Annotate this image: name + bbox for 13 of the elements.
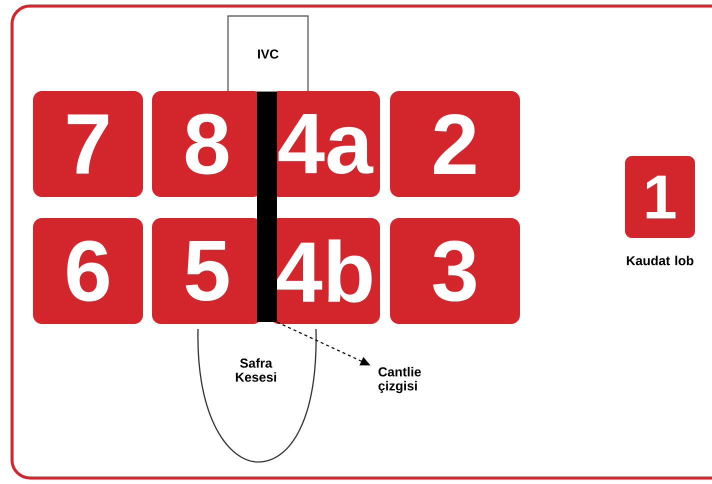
segment-box: 8 <box>152 91 262 197</box>
segment-box: 4b <box>270 218 380 324</box>
segment-box: 6 <box>33 218 143 324</box>
segment-box: 3 <box>390 218 520 324</box>
annotation-text: Cantlie çizgisi <box>378 366 421 394</box>
segment-box: 1 <box>625 156 695 238</box>
node-label: Kaudat lob <box>626 256 694 266</box>
ivc-box: IVC <box>227 15 309 93</box>
segment-box: 5 <box>152 218 262 324</box>
segment-box: 7 <box>33 91 143 197</box>
gallbladder-outline: Safra Kesesi <box>197 328 317 463</box>
segment-box: 2 <box>390 91 520 197</box>
segment-box: 4a <box>270 91 380 197</box>
